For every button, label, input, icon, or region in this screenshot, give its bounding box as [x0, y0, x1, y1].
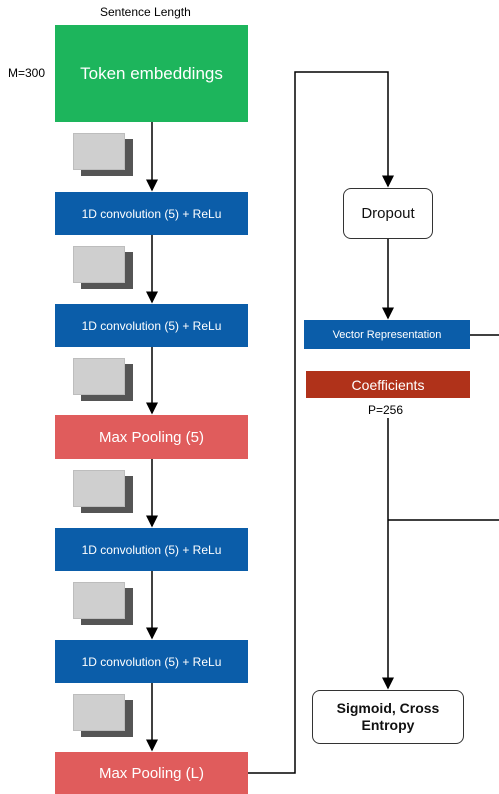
max-pooling-5-label: Max Pooling (5): [98, 428, 205, 446]
conv-block-3-label: 1D convolution (5) + ReLu: [81, 542, 222, 557]
dropout-label: Dropout: [361, 205, 415, 222]
m-dimension-label: M=300: [8, 66, 46, 80]
sigmoid-cross-entropy-label: Sigmoid, Cross Entropy: [336, 700, 440, 733]
feature-map-icon: [73, 694, 133, 738]
feature-map-icon: [73, 470, 133, 514]
feature-map-icon: [73, 582, 133, 626]
coefficients-box: Coefficients: [306, 371, 470, 398]
max-pooling-l-label: Max Pooling (L): [98, 764, 205, 782]
coefficients-label: Coefficients: [351, 376, 425, 393]
max-pooling-5-box: Max Pooling (5): [55, 415, 248, 459]
arrow-poolL-to-dropout: [248, 71, 394, 774]
conv-block-4: 1D convolution (5) + ReLu: [55, 640, 248, 683]
conv-block-1-label: 1D convolution (5) + ReLu: [81, 206, 222, 221]
dropout-box: Dropout: [343, 188, 433, 239]
vector-representation-box: Vector Representation: [304, 320, 470, 349]
feature-map-icon: [73, 358, 133, 402]
feature-map-icon: [73, 246, 133, 290]
token-embeddings-label: Token embeddings: [80, 63, 223, 83]
conv-block-2: 1D convolution (5) + ReLu: [55, 304, 248, 347]
conv-block-3: 1D convolution (5) + ReLu: [55, 528, 248, 571]
token-embeddings-box: Token embeddings: [55, 25, 248, 122]
feature-map-icon: [73, 133, 133, 177]
max-pooling-l-box: Max Pooling (L): [55, 752, 248, 794]
sigmoid-cross-entropy-box: Sigmoid, Cross Entropy: [312, 690, 464, 744]
vector-representation-label: Vector Representation: [332, 328, 442, 341]
conv-block-1: 1D convolution (5) + ReLu: [55, 192, 248, 235]
sentence-length-label: Sentence Length: [100, 5, 191, 19]
conv-block-4-label: 1D convolution (5) + ReLu: [81, 654, 222, 669]
conv-block-2-label: 1D convolution (5) + ReLu: [81, 318, 222, 333]
p-dimension-label: P=256: [368, 403, 404, 417]
